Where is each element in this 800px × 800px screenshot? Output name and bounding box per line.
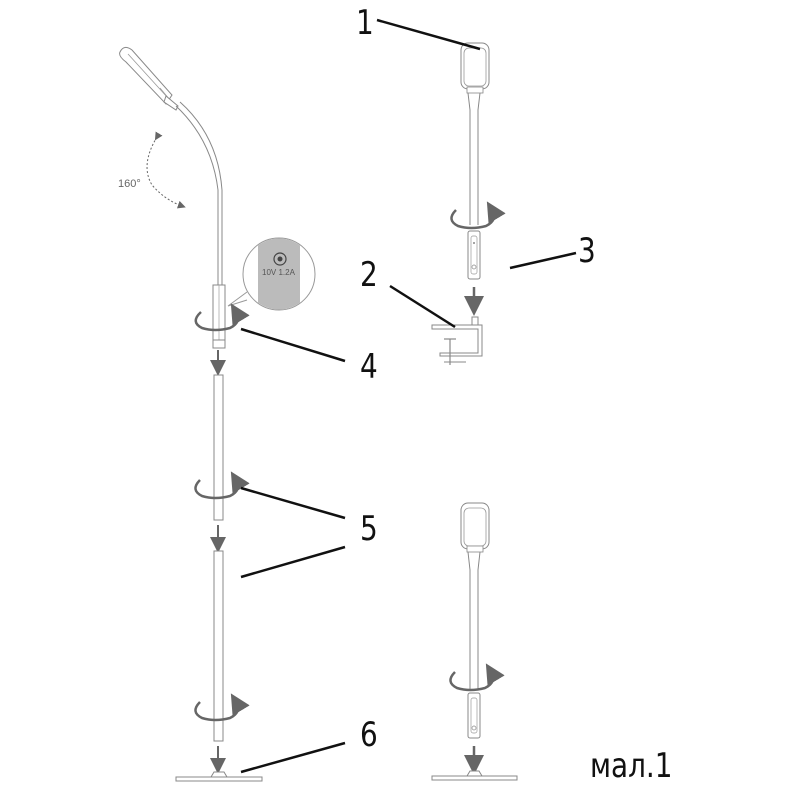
floor-base <box>175 771 263 782</box>
clamp-lamp-assembly <box>431 42 506 365</box>
callout-2: 2 <box>360 255 378 295</box>
lamp-head-angled <box>119 46 179 111</box>
extension-tube-1 <box>213 374 224 521</box>
callout-1: 1 <box>356 3 374 43</box>
leader-lines <box>240 18 577 774</box>
floor-lamp-assembly <box>119 46 316 782</box>
callout-3: 3 <box>578 231 596 271</box>
lamp-head-front <box>460 42 490 94</box>
control-unit <box>467 230 481 280</box>
lamp-head-front <box>460 502 490 553</box>
rotation-angle-label: 160° <box>118 178 141 190</box>
desk-lamp-assembly <box>431 502 518 781</box>
rotation-arc-icon <box>146 131 186 209</box>
callout-4: 4 <box>360 347 378 387</box>
twist-arrow-icon <box>450 201 506 230</box>
twist-arrow-icon <box>194 303 250 332</box>
callout-5: 5 <box>360 509 378 549</box>
gooseneck <box>175 105 219 285</box>
table-clamp <box>431 316 483 365</box>
desk-base <box>431 770 518 781</box>
figure-caption: мал.1 <box>590 746 673 786</box>
twist-arrow-icon <box>449 663 505 692</box>
callout-6: 6 <box>360 715 378 755</box>
control-unit <box>467 692 481 739</box>
twist-arrow-icon <box>194 693 250 722</box>
twist-arrow-icon <box>194 471 250 500</box>
extension-tube-2 <box>213 550 224 742</box>
power-spec-label: 10V 1.2A <box>262 268 295 277</box>
power-socket-inset <box>227 237 316 311</box>
